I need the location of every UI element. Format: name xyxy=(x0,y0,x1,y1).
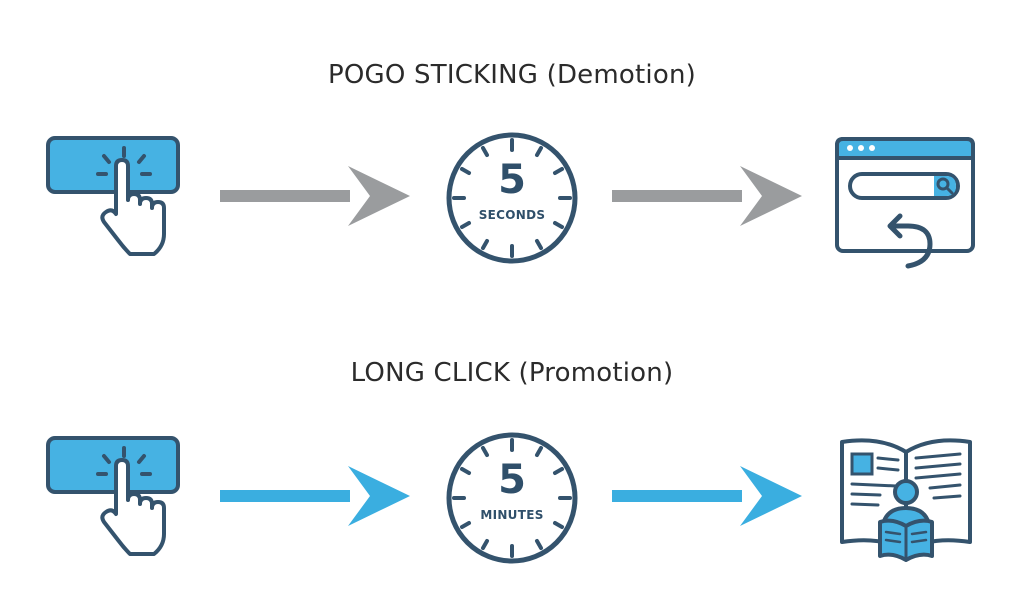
clock-face-icon xyxy=(446,432,578,564)
clock-unit: SECONDS xyxy=(478,208,546,222)
row-title-long-click: LONG CLICK (Promotion) xyxy=(350,358,674,388)
flow-arrow-right-icon xyxy=(220,166,410,226)
reader-open-book-icon xyxy=(834,430,978,566)
clock-number: 5 xyxy=(498,457,526,503)
clock-face-icon xyxy=(446,132,578,264)
clock-unit: MINUTES xyxy=(480,508,544,522)
click-button-icon xyxy=(46,436,182,560)
flow-arrow-right-icon xyxy=(612,466,802,526)
clock-number: 5 xyxy=(498,157,526,203)
timer-clock-seconds: 5 SECONDS xyxy=(442,128,582,268)
flow-arrow-right-icon xyxy=(612,166,802,226)
click-button-icon xyxy=(46,136,182,260)
row-title-pogo-sticking: POGO STICKING (Demotion) xyxy=(328,60,696,90)
flow-arrow-right-icon xyxy=(220,466,410,526)
browser-search-back-icon xyxy=(834,136,978,270)
timer-clock-minutes: 5 MINUTES xyxy=(442,428,582,568)
